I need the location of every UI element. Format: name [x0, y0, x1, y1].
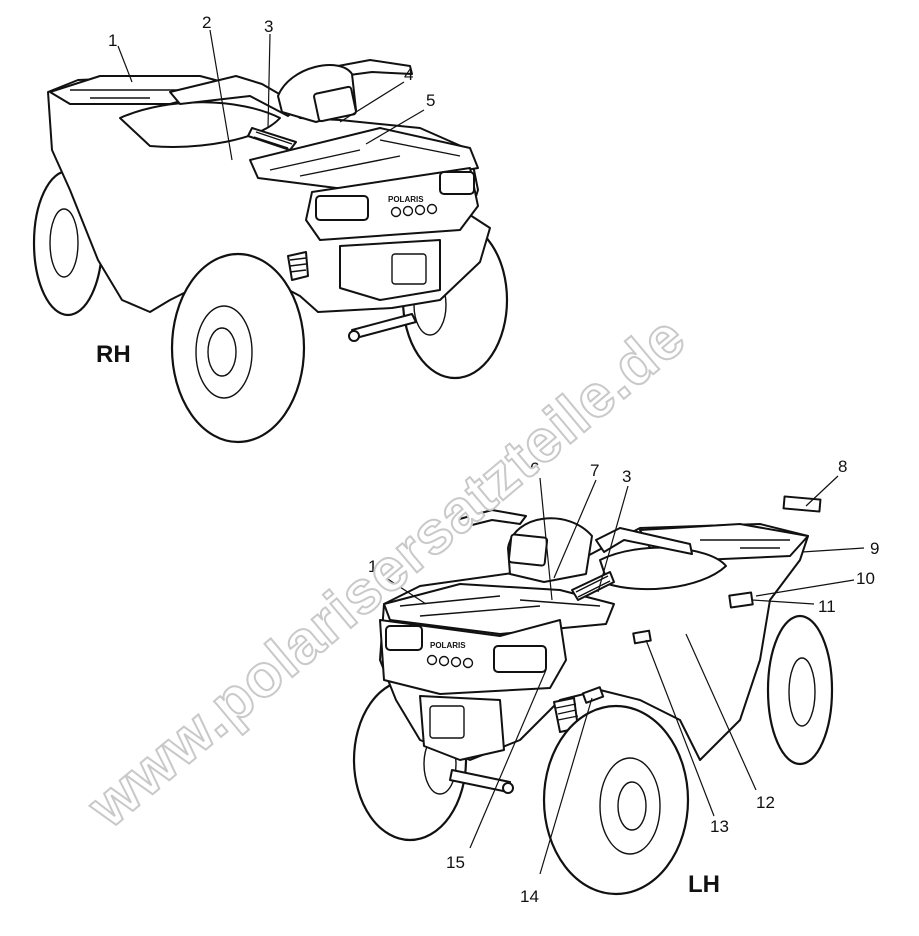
- callout-lh-9: 9: [870, 539, 879, 558]
- callout-rh-1: 1: [108, 31, 117, 50]
- callout-lh-7: 7: [590, 461, 599, 480]
- rh-headlight-left: [315, 195, 369, 221]
- lh-windshield: [507, 517, 593, 583]
- callout-lh-3: 3: [622, 467, 631, 486]
- atv-rh-view: POLARIS RH: [32, 29, 509, 444]
- lh-warning-decal-13: [632, 629, 652, 645]
- lh-headlight-right: [493, 645, 547, 673]
- callout-rh-4: 4: [404, 65, 413, 84]
- callout-lh-14: 14: [520, 887, 539, 906]
- callout-lh-1: 1: [368, 557, 377, 576]
- lh-brand-plate: POLARIS: [430, 641, 466, 650]
- lh-callouts: 6 7 3 8 9 10 11 1 12 13 15 14: [368, 457, 879, 906]
- rh-front-near-tire: [170, 252, 306, 444]
- lh-decal-8: [782, 495, 822, 513]
- lh-headlight-pod: [507, 533, 549, 567]
- callout-lh-10: 10: [856, 569, 875, 588]
- callout-lh-13: 13: [710, 817, 729, 836]
- lh-indicator-lights: [426, 654, 474, 669]
- lh-lever: [455, 509, 527, 529]
- rh-lower-bumper: [339, 239, 441, 301]
- atv-lh-view: POLARIS LH: [352, 475, 865, 898]
- lh-seat: [599, 546, 727, 591]
- callout-lh-11: 11: [818, 597, 836, 616]
- rh-brand-plate: POLARIS: [388, 195, 424, 204]
- lh-warning-decal-15: [581, 686, 605, 704]
- lh-front-near-tire: [542, 704, 690, 896]
- callout-rh-3: 3: [264, 17, 273, 36]
- lh-view-label: LH: [688, 871, 720, 898]
- lh-headlight-left: [385, 625, 423, 651]
- callout-rh-2: 2: [202, 13, 211, 32]
- lh-front-fascia: [379, 619, 567, 695]
- lh-rear-tire: [766, 614, 834, 766]
- callout-lh-15: 15: [446, 853, 465, 872]
- rh-front-fascia: [305, 167, 479, 241]
- lh-lower-bumper: [419, 695, 505, 761]
- callout-rh-5: 5: [426, 91, 435, 110]
- rh-indicator-lights: [390, 203, 438, 218]
- rh-seat: [119, 101, 281, 148]
- callout-lh-6: 6: [530, 459, 539, 478]
- rh-headlight-right: [439, 171, 475, 195]
- rh-headlight-pod: [313, 85, 357, 123]
- rh-callouts: 1 2 3 4 5: [108, 13, 435, 110]
- callout-lh-8: 8: [838, 457, 847, 476]
- callout-lh-12: 12: [756, 793, 775, 812]
- lh-warning-decal-11: [728, 591, 754, 609]
- rh-view-label: RH: [96, 341, 131, 368]
- lh-handlebar: [595, 527, 693, 555]
